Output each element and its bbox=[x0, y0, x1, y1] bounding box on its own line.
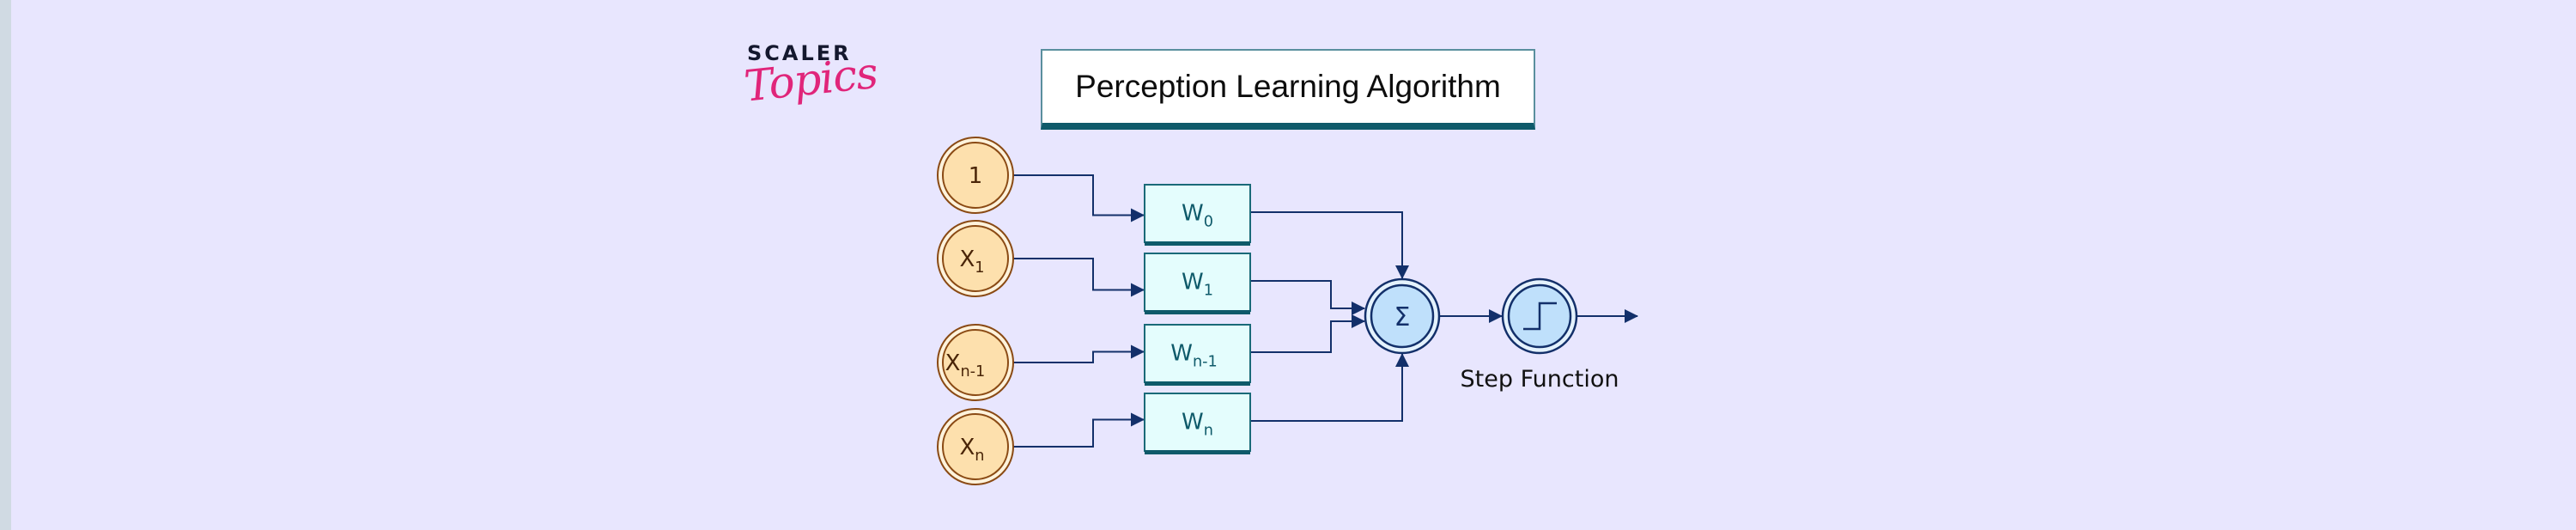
sigma-icon: Σ bbox=[1394, 302, 1411, 332]
input-inner-circle bbox=[942, 225, 1009, 292]
input-label-main: 1 bbox=[969, 163, 983, 189]
step-function-label: Step Function bbox=[1461, 366, 1619, 393]
input-label-subscript: n bbox=[975, 448, 984, 465]
weight-label: W1 bbox=[1182, 270, 1213, 300]
title-box: Perception Learning Algorithm bbox=[1041, 49, 1535, 130]
weight-box-rect bbox=[1144, 184, 1251, 243]
weight-label-main: W bbox=[1182, 201, 1204, 227]
weight-label: W0 bbox=[1182, 201, 1213, 231]
input-label-main: X bbox=[959, 435, 975, 460]
weight-box-rect bbox=[1144, 253, 1251, 312]
weight-box-shadow bbox=[1145, 450, 1250, 454]
input-label: Xn bbox=[959, 435, 984, 465]
input-node: Xn bbox=[937, 408, 1014, 485]
weight-label: Wn bbox=[1182, 410, 1213, 440]
input-label-subscript: 1 bbox=[975, 259, 984, 277]
weight-box: Wn bbox=[1144, 393, 1251, 454]
input-to-weight-connector bbox=[1013, 174, 1145, 222]
weight-box-shadow bbox=[1145, 381, 1250, 386]
weight-box-rect bbox=[1144, 324, 1251, 383]
diagram-title: Perception Learning Algorithm bbox=[1075, 69, 1501, 104]
input-inner-circle bbox=[942, 329, 1009, 396]
scaler-topics-logo: SCALER Topics bbox=[740, 38, 879, 132]
input-inner-circle bbox=[942, 142, 1009, 209]
weight-box: W1 bbox=[1144, 253, 1251, 314]
weight-box-shadow bbox=[1145, 310, 1250, 314]
input-label: X1 bbox=[959, 247, 984, 277]
input-label-main: X bbox=[959, 247, 975, 272]
input-label-subscript: n-1 bbox=[960, 363, 985, 381]
weight-label-subscript: n bbox=[1204, 423, 1213, 440]
weight-label: Wn-1 bbox=[1170, 341, 1218, 371]
weight-to-sum-connector bbox=[1250, 314, 1365, 353]
weight-box: Wn-1 bbox=[1144, 324, 1251, 386]
weight-label-main: W bbox=[1170, 341, 1193, 367]
weight-box-rect bbox=[1144, 393, 1251, 452]
input-to-weight-connector bbox=[1013, 412, 1145, 448]
weight-to-sum-connector bbox=[1250, 353, 1409, 422]
input-inner-circle bbox=[942, 413, 1009, 480]
input-node: X1 bbox=[937, 220, 1014, 297]
weight-label-subscript: 0 bbox=[1204, 214, 1213, 231]
weight-box: W0 bbox=[1144, 184, 1251, 246]
weight-label-main: W bbox=[1182, 270, 1204, 295]
weight-box-shadow bbox=[1145, 241, 1250, 246]
summation-node: Σ bbox=[1364, 277, 1441, 355]
step-function-icon bbox=[1523, 302, 1557, 331]
input-to-weight-connector bbox=[1013, 258, 1145, 297]
input-label-main: X bbox=[945, 350, 961, 376]
weight-label-main: W bbox=[1182, 410, 1204, 436]
summation-inner-circle bbox=[1370, 283, 1435, 349]
weight-label-subscript: n-1 bbox=[1193, 354, 1218, 371]
step-function-node bbox=[1501, 277, 1578, 355]
input-node: 1 bbox=[937, 137, 1014, 214]
input-to-weight-connector bbox=[1013, 344, 1145, 363]
input-node: Xn-1 bbox=[937, 324, 1014, 401]
logo-scaler-text: SCALER bbox=[747, 41, 852, 65]
left-edge-strip bbox=[0, 0, 11, 530]
weight-label-subscript: 1 bbox=[1204, 283, 1213, 300]
input-label: Xn-1 bbox=[945, 350, 986, 381]
weight-to-sum-connector bbox=[1250, 280, 1365, 315]
input-label: 1 bbox=[969, 163, 983, 189]
weight-to-sum-connector bbox=[1250, 211, 1409, 279]
